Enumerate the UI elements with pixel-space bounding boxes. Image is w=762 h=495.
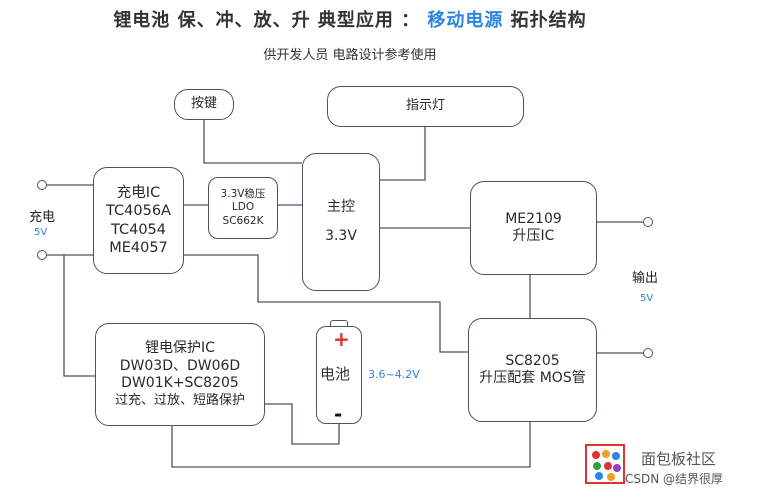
watermark: 面包板社区 CSDN @结界很厚	[585, 444, 761, 488]
watermark-logo-icon	[585, 444, 625, 484]
output-voltage: 5V	[640, 293, 654, 304]
wire-input-to-protect	[63, 255, 95, 377]
wire-charger-mos	[184, 254, 468, 353]
input-label: 充电	[29, 210, 56, 225]
indicator-label: 指示灯	[405, 98, 445, 114]
output-terminal-negative	[643, 348, 653, 358]
title-accent: 移动电源	[427, 10, 504, 31]
output-label: 输出	[632, 271, 659, 286]
diagram-title: 锂电池 保、冲、放、升 典型应用 ： 移动电源 拓扑结构	[0, 6, 700, 32]
button-label: 按键	[190, 96, 217, 112]
protect-line-2: DW03D、DW06D	[119, 357, 241, 374]
mcu-line-2: 3.3V	[325, 228, 357, 244]
ldo-box: 3.3V稳压 LDO SC662K	[208, 177, 278, 239]
ldo-line-3: SC662K	[222, 214, 264, 227]
diagram-subtitle: 供开发人员 电路设计参考使用	[263, 48, 437, 63]
battery-terminal-cap	[330, 320, 348, 328]
title-suffix: 拓扑结构	[503, 10, 587, 31]
wire-button-mcu	[203, 120, 302, 164]
boost-line-1: ME2109	[505, 210, 562, 227]
indicator-box: 指示灯	[327, 86, 524, 127]
protect-line-1: 锂电保护IC	[145, 340, 215, 357]
title-prefix: 锂电池 保、冲、放、升 典型应用 ：	[113, 10, 428, 31]
ldo-line-1: 3.3V稳压	[220, 188, 266, 201]
input-terminal-positive	[37, 180, 47, 190]
mcu-line-1: 主控	[327, 198, 355, 215]
charger-line-4: ME4057	[109, 239, 168, 256]
protect-line-4: 过充、过放、短路保护	[114, 392, 245, 408]
wire-return	[171, 422, 531, 468]
mos-box: SC8205 升压配套 MOS管	[468, 318, 597, 422]
watermark-line-2: CSDN @结界很厚	[625, 472, 724, 486]
battery-label: 电池	[320, 365, 351, 383]
boost-ic-box: ME2109 升压IC	[470, 181, 597, 275]
charger-line-2: TC4056A	[106, 203, 171, 220]
charger-ic-box: 充电IC TC4056A TC4054 ME4057	[93, 167, 184, 274]
protect-ic-box: 锂电保护IC DW03D、DW06D DW01K+SC8205 过充、过放、短路…	[95, 323, 265, 426]
watermark-line-1: 面包板社区	[641, 450, 717, 468]
wire-protect-battery	[265, 403, 340, 445]
wire-indicator-mcu	[380, 127, 426, 181]
battery-minus: -	[334, 402, 343, 426]
battery-voltage: 3.6~4.2V	[368, 368, 420, 381]
charger-line-1: 充电IC	[116, 185, 161, 202]
input-voltage: 5V	[34, 227, 48, 238]
mos-line-1: SC8205	[505, 352, 560, 369]
charger-line-3: TC4054	[110, 221, 167, 238]
ldo-line-2: LDO	[231, 201, 255, 214]
protect-line-3: DW01K+SC8205	[121, 375, 239, 392]
output-terminal-positive	[643, 217, 653, 227]
mcu-box: 主控 3.3V	[302, 153, 380, 291]
boost-line-2: 升压IC	[512, 228, 555, 244]
mos-line-2: 升压配套 MOS管	[479, 370, 586, 386]
button-box: 按键	[174, 89, 234, 120]
battery-icon	[316, 326, 362, 424]
input-terminal-negative	[37, 250, 47, 260]
battery-plus: +	[333, 327, 350, 351]
